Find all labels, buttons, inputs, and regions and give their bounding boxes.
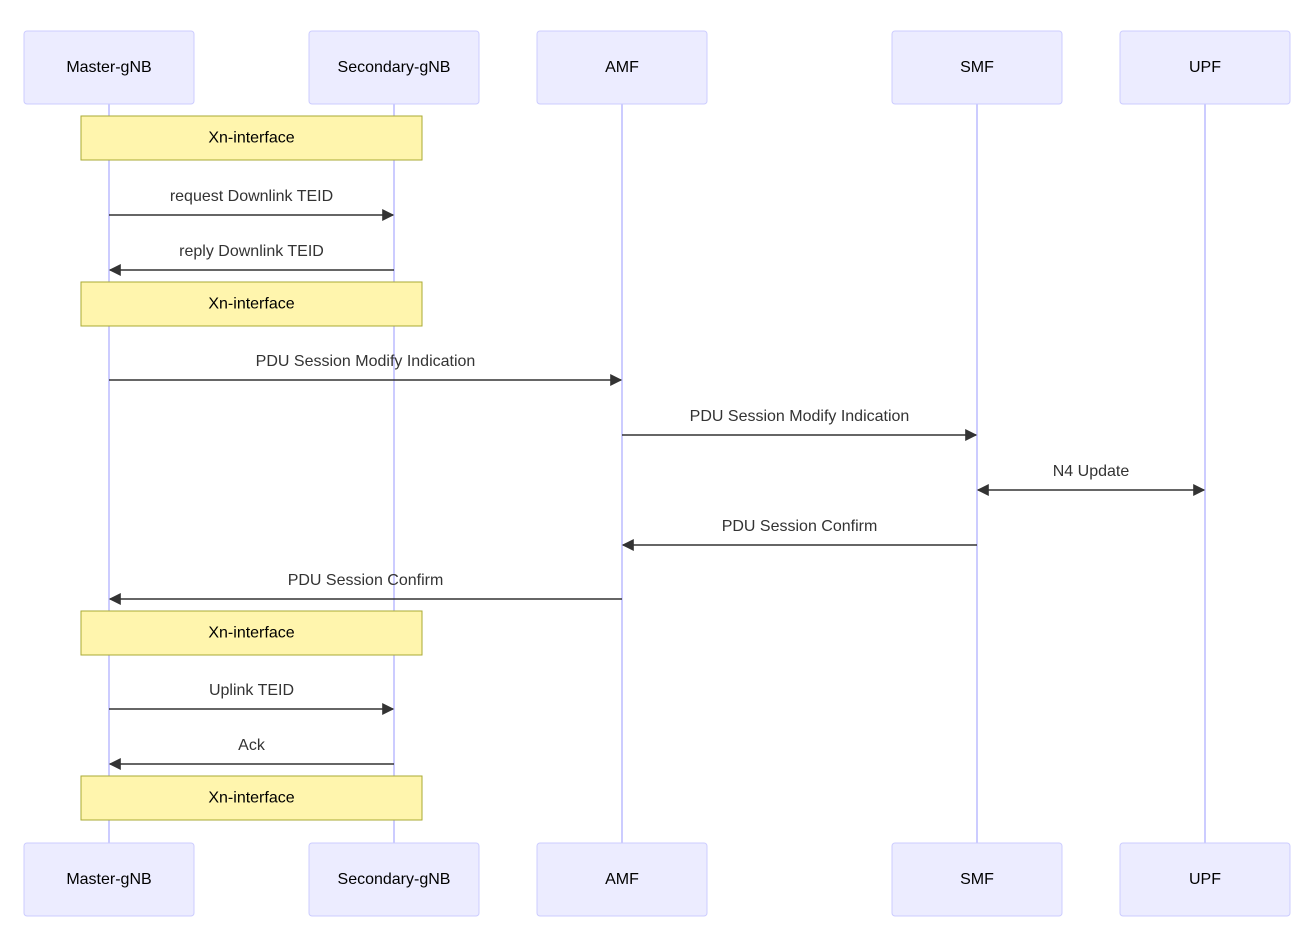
note-label: Xn-interface (208, 296, 294, 313)
actor-label: AMF (605, 59, 639, 76)
actor-mgnb-top: Master-gNB (23, 30, 195, 105)
note-box (80, 610, 423, 656)
message-label: Uplink TEID (209, 682, 294, 699)
actor-amf-top: AMF (536, 30, 708, 105)
actor-box (23, 842, 195, 917)
message-arrow: reply Downlink TEID (108, 243, 394, 276)
message-label: PDU Session Modify Indication (690, 408, 910, 425)
message-arrow: N4 Update (976, 463, 1206, 496)
actor-box (891, 30, 1063, 105)
actor-box (536, 842, 708, 917)
note-xn-interface: Xn-interface (80, 610, 423, 656)
actor-mgnb-bottom: Master-gNB (23, 842, 195, 917)
actor-sgnb-top: Secondary-gNB (308, 30, 480, 105)
actor-box (1119, 842, 1291, 917)
message-arrow: PDU Session Confirm (108, 572, 622, 605)
message-arrow: PDU Session Modify Indication (622, 408, 978, 441)
actor-upf-top: UPF (1119, 30, 1291, 105)
actor-label: AMF (605, 871, 639, 888)
message-label: reply Downlink TEID (179, 243, 324, 260)
note-label: Xn-interface (208, 790, 294, 807)
actor-label: UPF (1189, 871, 1221, 888)
actor-smf-bottom: SMF (891, 842, 1063, 917)
actor-box (891, 842, 1063, 917)
note-box (80, 775, 423, 821)
message-label: request Downlink TEID (170, 188, 333, 205)
note-label: Xn-interface (208, 625, 294, 642)
message-arrow: PDU Session Modify Indication (109, 353, 623, 386)
message-arrow: Uplink TEID (109, 682, 395, 715)
message-arrow: request Downlink TEID (109, 188, 395, 221)
actor-label: Secondary-gNB (338, 59, 451, 76)
note-xn-interface: Xn-interface (80, 775, 423, 821)
message-label: N4 Update (1053, 463, 1130, 480)
actor-amf-bottom: AMF (536, 842, 708, 917)
actor-label: Master-gNB (66, 871, 151, 888)
message-label: Ack (238, 737, 266, 754)
note-box (80, 115, 423, 161)
note-label: Xn-interface (208, 130, 294, 147)
actor-label: SMF (960, 59, 994, 76)
note-xn-interface: Xn-interface (80, 115, 423, 161)
message-label: PDU Session Modify Indication (256, 353, 476, 370)
note-box (80, 281, 423, 327)
note-xn-interface: Xn-interface (80, 281, 423, 327)
message-arrow: PDU Session Confirm (621, 518, 977, 551)
actor-box (1119, 30, 1291, 105)
actor-label: UPF (1189, 59, 1221, 76)
actor-box (23, 30, 195, 105)
actor-label: Secondary-gNB (338, 871, 451, 888)
actor-smf-top: SMF (891, 30, 1063, 105)
actor-upf-bottom: UPF (1119, 842, 1291, 917)
actor-sgnb-bottom: Secondary-gNB (308, 842, 480, 917)
actor-label: SMF (960, 871, 994, 888)
actor-box (308, 30, 480, 105)
message-label: PDU Session Confirm (288, 572, 444, 589)
actor-box (536, 30, 708, 105)
actor-box (308, 842, 480, 917)
message-label: PDU Session Confirm (722, 518, 878, 535)
message-arrow: Ack (108, 737, 394, 770)
actor-label: Master-gNB (66, 59, 151, 76)
